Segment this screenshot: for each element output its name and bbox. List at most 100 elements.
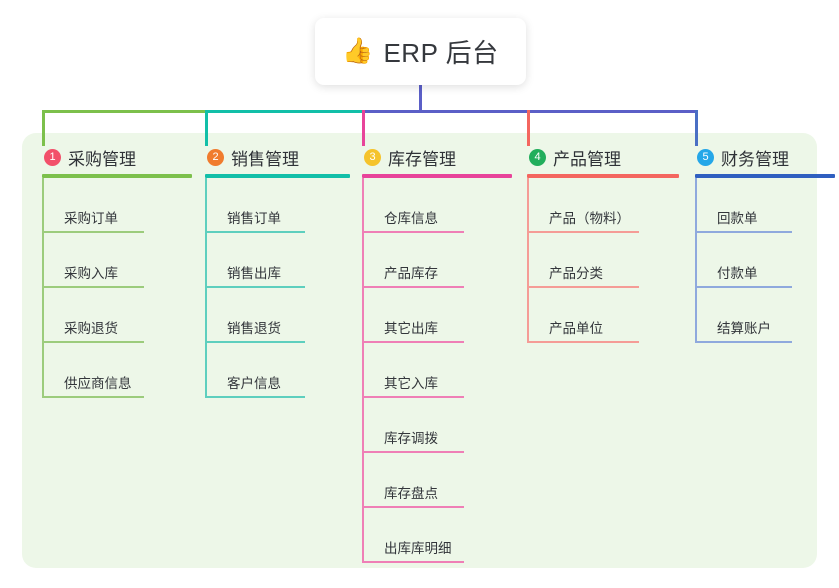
leaf-label: 其它入库 [384,376,438,391]
leaf-label: 回款单 [717,211,758,226]
leaf-label: 出库库明细 [384,541,452,556]
category-column-5: 5 财务管理回款单付款单结算账户 [695,146,835,343]
leaf-item[interactable]: 销售订单 [205,178,350,233]
leaf-underline [44,396,144,398]
category-underline-1 [42,174,192,178]
leaf-item[interactable]: 出库库明细 [362,508,512,563]
leaf-underline [207,396,305,398]
category-underline-3 [362,174,512,178]
drop-stem-4 [527,110,530,146]
leaf-label: 销售出库 [227,266,281,281]
category-badge-5: 5 [697,148,714,166]
category-title-5: 财务管理 [721,149,789,169]
thumbs-up-icon: 👍 [342,37,374,65]
leaf-underline [697,231,792,233]
leaf-underline [529,286,639,288]
drop-stem-5 [695,110,698,146]
leaf-label: 产品分类 [549,266,603,281]
category-badge-3: 3 [364,148,381,166]
leaf-item[interactable]: 产品（物料） [527,178,679,233]
leaf-item[interactable]: 其它出库 [362,288,512,343]
leaf-underline [697,286,792,288]
leaf-item[interactable]: 产品库存 [362,233,512,288]
leaf-list-2: 销售订单销售出库销售退货客户信息 [205,178,350,398]
category-badge-1: 1 [44,148,61,166]
leaf-label: 供应商信息 [64,376,132,391]
leaf-spine-4 [527,178,529,343]
leaf-underline [364,341,464,343]
leaf-label: 其它出库 [384,321,438,336]
leaf-item[interactable]: 供应商信息 [42,343,192,398]
drop-stem-3 [362,110,365,146]
leaf-item[interactable]: 销售退货 [205,288,350,343]
leaf-item[interactable]: 采购退货 [42,288,192,343]
leaf-underline [364,286,464,288]
leaf-list-3: 仓库信息产品库存其它出库其它入库库存调拨库存盘点出库库明细 [362,178,512,563]
leaf-label: 库存调拨 [384,431,438,446]
leaf-underline [207,286,305,288]
leaf-underline [364,451,464,453]
leaf-spine-5 [695,178,697,343]
leaf-label: 销售退货 [227,321,281,336]
diagram-panel [22,133,817,568]
category-underline-2 [205,174,350,178]
leaf-label: 产品库存 [384,266,438,281]
leaf-label: 采购退货 [64,321,118,336]
leaf-underline [207,341,305,343]
leaf-item[interactable]: 销售出库 [205,233,350,288]
leaf-item[interactable]: 仓库信息 [362,178,512,233]
leaf-item[interactable]: 库存调拨 [362,398,512,453]
leaf-underline [44,341,144,343]
leaf-item[interactable]: 其它入库 [362,343,512,398]
leaf-label: 采购入库 [64,266,118,281]
leaf-label: 结算账户 [717,321,771,336]
leaf-label: 库存盘点 [384,486,438,501]
leaf-label: 产品（物料） [549,211,630,226]
leaf-label: 采购订单 [64,211,118,226]
leaf-underline [364,506,464,508]
leaf-list-4: 产品（物料） 产品分类产品单位 [527,178,679,343]
leaf-item[interactable]: 采购入库 [42,233,192,288]
leaf-underline [529,231,639,233]
root-title: ERP 后台 [383,38,499,68]
category-badge-2: 2 [207,148,224,166]
category-header-5[interactable]: 5 财务管理 [695,146,835,169]
leaf-list-5: 回款单付款单结算账户 [695,178,835,343]
leaf-item[interactable]: 产品单位 [527,288,679,343]
category-column-2: 2 销售管理销售订单销售出库销售退货客户信息 [205,146,350,398]
bar-segment-sales [205,110,364,113]
leaf-label: 仓库信息 [384,211,438,226]
leaf-spine-1 [42,178,44,398]
leaf-underline [44,286,144,288]
root-node[interactable]: 👍 ERP 后台 [315,18,526,85]
category-header-4[interactable]: 4 产品管理 [527,146,679,169]
leaf-item[interactable]: 结算账户 [695,288,835,343]
leaf-label: 客户信息 [227,376,281,391]
leaf-item[interactable]: 付款单 [695,233,835,288]
drop-stem-2 [205,110,208,146]
leaf-item[interactable]: 客户信息 [205,343,350,398]
leaf-label: 销售订单 [227,211,281,226]
category-title-4: 产品管理 [553,149,621,169]
category-title-2: 销售管理 [231,149,299,169]
leaf-underline [364,231,464,233]
leaf-item[interactable]: 库存盘点 [362,453,512,508]
leaf-spine-2 [205,178,207,398]
leaf-label: 付款单 [717,266,758,281]
leaf-list-1: 采购订单采购入库采购退货供应商信息 [42,178,192,398]
category-header-2[interactable]: 2 销售管理 [205,146,350,169]
leaf-item[interactable]: 产品分类 [527,233,679,288]
leaf-underline [207,231,305,233]
leaf-item[interactable]: 回款单 [695,178,835,233]
category-underline-5 [695,174,835,178]
leaf-underline [697,341,792,343]
category-underline-4 [527,174,679,178]
bar-segment-purchase [42,110,207,113]
category-badge-4: 4 [529,148,546,166]
leaf-item[interactable]: 采购订单 [42,178,192,233]
